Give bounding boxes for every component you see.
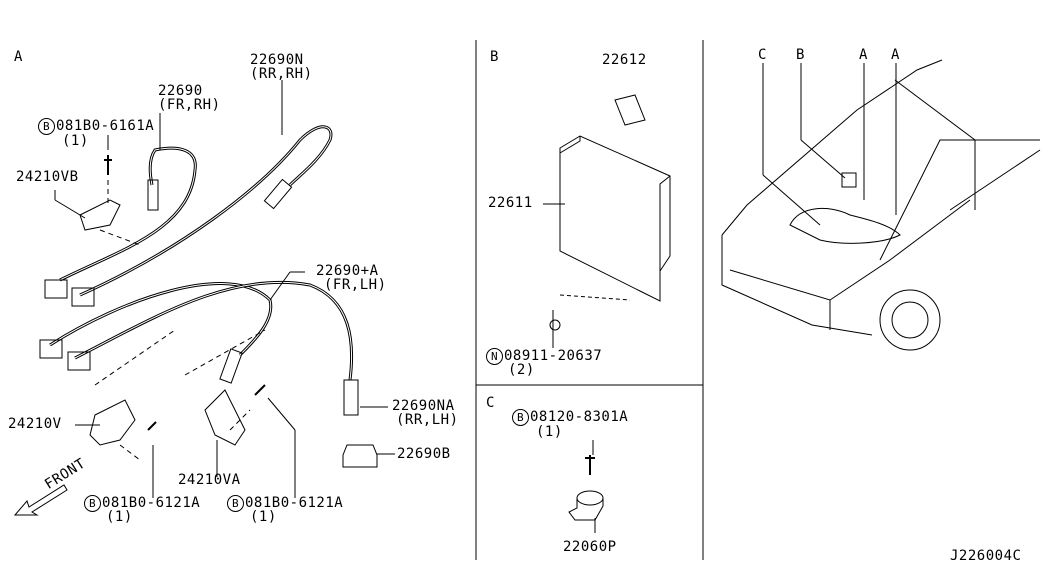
part-22060p-number[interactable]: 22060P <box>563 539 617 555</box>
part-24210v-number[interactable]: 24210V <box>8 416 62 432</box>
part-22690-number[interactable]: 22690 <box>158 83 203 99</box>
part-22690a-number[interactable]: 22690+A <box>316 263 379 279</box>
quantity: (1) <box>106 509 133 525</box>
sensor-harness-lh <box>39 280 378 468</box>
dashed-leaders <box>94 180 266 461</box>
vehicle-callout-c: C <box>758 47 767 63</box>
part-24210vb-number[interactable]: 24210VB <box>16 169 79 185</box>
part-22690b-number[interactable]: 22690B <box>397 446 451 462</box>
ecm-unit <box>549 94 671 331</box>
b-symbol-icon: B <box>512 409 529 426</box>
part-22690n-note: (RR,RH) <box>250 66 313 82</box>
part-22690na-number[interactable]: 22690NA <box>392 398 455 414</box>
vehicle-callout-b: B <box>796 47 805 63</box>
part-22690na-note: (RR,LH) <box>396 412 459 428</box>
quantity: (1) <box>250 509 277 525</box>
vehicle-callout-a: A <box>891 47 900 63</box>
brackets <box>79 155 266 446</box>
vehicle-callout-lines <box>762 63 897 226</box>
b-symbol-icon: B <box>84 495 101 512</box>
part-number: 081B0-6121A <box>245 495 344 511</box>
part-22612-number[interactable]: 22612 <box>602 52 647 68</box>
part-24210va-number[interactable]: 24210VA <box>178 472 241 488</box>
knock-sensor <box>568 455 604 521</box>
b-symbol-icon: B <box>38 118 55 135</box>
diagram-id: J226004C <box>950 548 1022 564</box>
vehicle-callout-a: A <box>859 47 868 63</box>
part-number: 081B0-6161A <box>56 118 155 134</box>
quantity: (2) <box>508 362 535 378</box>
front-arrow-icon <box>13 484 68 516</box>
section-c-label: C <box>486 395 495 411</box>
part-22690-note: (FR,RH) <box>158 97 221 113</box>
section-a-label: A <box>14 49 23 65</box>
part-22690n-number[interactable]: 22690N <box>250 52 304 68</box>
n-symbol-icon: N <box>486 348 503 365</box>
part-number: 08911-20637 <box>504 348 603 364</box>
b-symbol-icon: B <box>227 495 244 512</box>
section-b-label: B <box>490 49 499 65</box>
part-22611-number[interactable]: 22611 <box>488 195 533 211</box>
sensor-harness-rh <box>44 125 333 307</box>
vehicle-illustration <box>721 59 1041 351</box>
part-22690a-note: (FR,LH) <box>324 277 387 293</box>
part-number: 08120-8301A <box>530 409 629 425</box>
leader-lines <box>54 80 596 533</box>
quantity: (1) <box>536 424 563 440</box>
part-number: 081B0-6121A <box>102 495 201 511</box>
quantity: (1) <box>62 133 89 149</box>
